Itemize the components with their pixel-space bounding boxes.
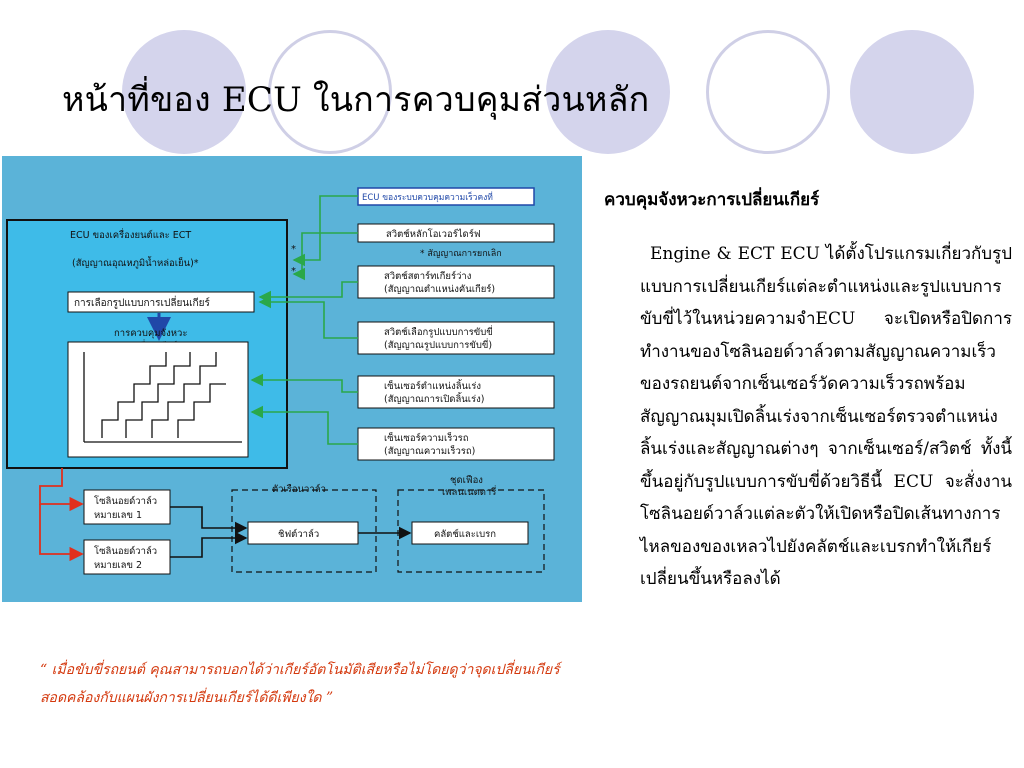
shift-pattern-lines [83,352,242,443]
clutch-brake-box [411,521,529,545]
decor-circle-2 [268,30,392,154]
ecu-main-label-1: ECU ของเครื่องยนต์และ ECT [70,228,191,241]
arrow-neutral-start [258,281,358,304]
select-pattern-label: การเลือกรูปแบบการเปลี่ยนเกียร์ [74,295,210,309]
decor-circle-1 [122,30,246,154]
decor-circle-5 [850,30,974,154]
drive-pattern-switch-label-2: (สัญญาณรูปแบบการขับขี่) [384,338,492,351]
ecu-main-label-2: (สัญญาณอุณหภูมิน้ำหล่อเย็น)* [72,256,199,269]
shift-valve-label: ชิฟต์วาล์ว [278,528,319,540]
solenoid-2-label-2: หมายเลข 2 [94,560,142,571]
speed-sensor-label-1: เซ็นเซอร์ความเร็วรถ [384,431,469,444]
green-signal-arrows [250,195,358,445]
cancel-signal-note: * สัญญาณการยกเลิก [420,248,502,259]
ecu-shift-control-diagram: ECU ของเครื่องยนต์และ ECT (สัญญาณอุณหภูม… [2,156,582,602]
quote-text: “ เมื่อขับขี่รถยนต์ คุณสามารถบอกได้ว่าเก… [40,662,560,706]
arrow-drive-pattern [258,295,358,339]
ecu-speed-label: ECU ของระบบควบคุมความเร็วคงที่ [362,191,493,203]
planetary-label-1: ชุดเฟือง [450,475,483,486]
valve-body-label: ตัวเรือนวาล์ว [272,483,326,495]
solenoid-1-label-1: โซลินอยด์วาล์ว [94,495,157,507]
arrow-throttle [250,373,358,393]
arrow-overdrive [292,232,358,281]
neutral-start-switch-label-1: สวิตช์สตาร์ทเกียร์ว่าง [384,270,471,282]
arrow-sol1-to-shift [170,506,248,535]
neutral-start-switch-label-2: (สัญญาณตำแหน่งคันเกียร์) [384,283,495,295]
star-mark-1: * [291,244,296,255]
section-body-text: Engine & ECT ECU ได้ตั้งโปรแกรมเกี่ยวกับ… [640,244,1012,589]
red-output-arrows [39,468,84,562]
clutch-brake-label: คลัตช์และเบรก [434,528,496,540]
neutral-start-switch-box [357,265,555,299]
solenoid-1-box [83,489,171,525]
shift-control-label-1: การควบคุมจังหวะ [114,328,187,339]
throttle-sensor-label-2: (สัญญาณการเปิดลิ้นเร่ง) [384,392,485,405]
arrow-to-solenoid-1 [39,468,84,512]
speed-sensor-box [357,427,555,461]
arrow-speed-sensor [250,405,358,445]
arrow-sol2-to-shift [170,531,248,558]
decor-circle-3 [546,30,670,154]
drive-pattern-switch-label-1: สวิตช์เลือกรูปแบบการขับขี่ [384,325,493,338]
overdrive-switch-label: สวิตช์หลักโอเวอร์ไดร์ฟ [386,228,481,240]
throttle-sensor-box [357,375,555,409]
planetary-group [397,489,545,573]
solenoid-2-label-1: โซลินอยด์วาล์ว [94,545,157,557]
decor-circle-4 [706,30,830,154]
arrow-to-solenoid-2 [39,504,84,562]
drive-pattern-switch-box [357,321,555,355]
black-flow-arrows [170,506,412,558]
valve-body-group [231,489,377,573]
star-mark-2: * [291,266,296,277]
arrow-ecu-speed [292,195,358,267]
solenoid-1-label-2: หมายเลข 1 [94,510,142,521]
throttle-sensor-label-1: เซ็นเซอร์ตำแหน่งลิ้นเร่ง [384,379,481,392]
solenoid-2-box [83,539,171,575]
select-pattern-box [67,291,255,313]
page-title: หน้าที่ของ ECU ในการควบคุมส่วนหลัก [62,80,650,120]
section-heading: ควบคุมจังหวะการเปลี่ยนเกียร์ [604,190,820,210]
speed-sensor-label-2: (สัญญาณความเร็วรถ) [384,444,475,457]
planetary-label-2: เพลนเนตตารี่ [442,485,496,498]
